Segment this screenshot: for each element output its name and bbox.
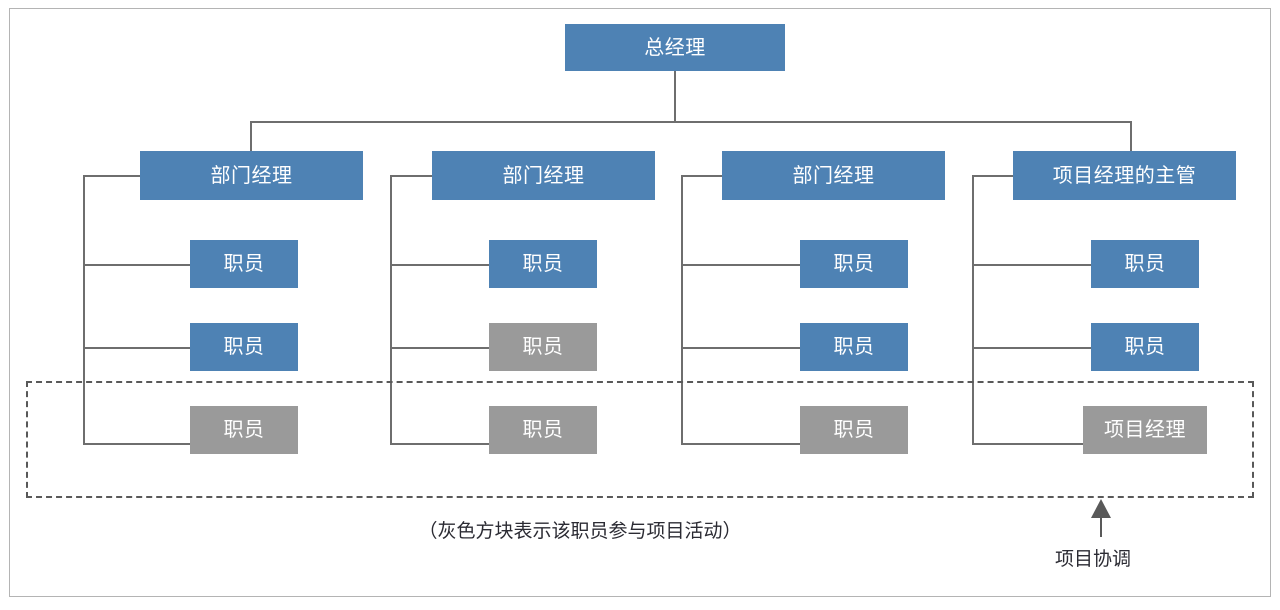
node-staff-2-2[interactable]: 职员 [489,323,597,371]
connector-stub-manager-4 [972,175,1014,177]
node-staff-3-3[interactable]: 职员 [800,406,908,454]
node-label: 项目经理 [1104,419,1186,441]
node-label: 部门经理 [502,164,585,187]
project-activity-region [26,381,1254,498]
connector-stub-4-member-3 [972,443,1092,445]
node-label: 项目经理的主管 [1052,164,1197,187]
node-project-manager[interactable]: 项目经理 [1083,406,1207,454]
node-label: 职员 [1124,253,1166,275]
node-staff-2-3[interactable]: 职员 [489,406,597,454]
node-label: 部门经理 [792,164,875,187]
connector-stub-manager-3 [681,175,723,177]
connector-bus-drop-right [1130,121,1132,176]
node-label: 职员 [223,253,265,275]
node-department-manager-3[interactable]: 部门经理 [722,151,945,200]
connector-stub-manager-2 [390,175,433,177]
node-staff-3-2[interactable]: 职员 [800,323,908,371]
connector-spine-3 [681,175,683,444]
up-arrow-shaft [1100,515,1103,537]
node-staff-2-1[interactable]: 职员 [489,240,597,288]
node-department-manager-1[interactable]: 部门经理 [140,151,363,200]
legend-caption: （灰色方块表示该职员参与项目活动） [418,521,742,542]
connector-spine-1 [83,175,85,444]
node-label: 职员 [522,253,564,275]
connector-spine-4 [972,175,974,444]
connector-spine-2 [390,175,392,444]
connector-stub-2-member-1 [390,264,490,266]
node-staff-4-2[interactable]: 职员 [1091,323,1199,371]
connector-stub-1-member-2 [83,347,191,349]
node-general-manager[interactable]: 总经理 [565,24,785,71]
connector-stub-3-member-3 [681,443,801,445]
connector-stub-4-member-1 [972,264,1092,266]
node-staff-1-3[interactable]: 职员 [190,406,298,454]
node-label: 职员 [833,336,875,358]
diagram-frame-border [9,8,1271,597]
connector-stub-manager-1 [83,175,141,177]
connector-stub-3-member-1 [681,264,801,266]
project-coordination-label: 项目协调 [1055,549,1132,570]
node-staff-1-2[interactable]: 职员 [190,323,298,371]
node-label: 职员 [1124,336,1166,358]
connector-stub-2-member-3 [390,443,490,445]
node-label: 职员 [223,419,265,441]
node-label: 职员 [833,253,875,275]
connector-stub-1-member-3 [83,443,191,445]
node-label: 职员 [522,336,564,358]
node-label: 总经理 [644,36,706,59]
node-staff-1-1[interactable]: 职员 [190,240,298,288]
connector-top-bus [250,121,1132,123]
connector-root-drop [674,71,676,122]
up-arrow-icon [1091,499,1111,518]
connector-bus-drop-left [250,121,252,176]
node-project-manager-supervisor[interactable]: 项目经理的主管 [1013,151,1236,200]
node-label: 部门经理 [210,164,293,187]
connector-stub-1-member-1 [83,264,191,266]
connector-stub-2-member-2 [390,347,490,349]
node-label: 职员 [833,419,875,441]
node-label: 职员 [223,336,265,358]
node-department-manager-2[interactable]: 部门经理 [432,151,655,200]
connector-stub-3-member-2 [681,347,801,349]
connector-stub-4-member-2 [972,347,1092,349]
node-staff-4-1[interactable]: 职员 [1091,240,1199,288]
node-staff-3-1[interactable]: 职员 [800,240,908,288]
node-label: 职员 [522,419,564,441]
